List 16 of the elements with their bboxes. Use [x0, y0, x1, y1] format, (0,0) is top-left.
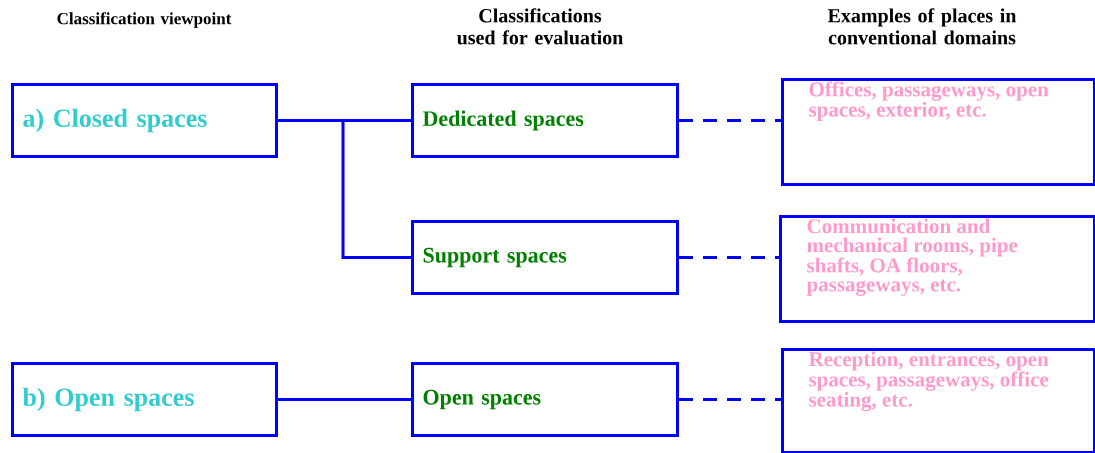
connector-line — [278, 119, 411, 259]
viewpoint-box: b) Open spaces — [11, 362, 278, 437]
classification-box: Open spaces — [411, 362, 679, 437]
column-heading: Examples of places in conventional domains — [827, 8, 1017, 45]
example-box: Communication and mechanical rooms, pipe shafts, OA floors, passageways, etc. — [779, 215, 1095, 323]
column-heading: Classification viewpoint — [57, 12, 232, 28]
classification-box: Dedicated spaces — [411, 83, 679, 158]
connector-line — [278, 398, 411, 401]
connector-line — [679, 256, 779, 259]
connector-line — [679, 398, 781, 401]
classification-box: Support spaces — [411, 220, 679, 295]
connector-line — [679, 119, 781, 122]
viewpoint-box: a) Closed spaces — [11, 83, 278, 158]
example-box: Reception, entrances, open spaces, passageways, office seating, etc. — [781, 348, 1095, 453]
column-heading: Classifications used for evaluation — [456, 8, 624, 45]
example-box: Offices, passageways, open spaces, exterior, etc. — [781, 78, 1095, 186]
